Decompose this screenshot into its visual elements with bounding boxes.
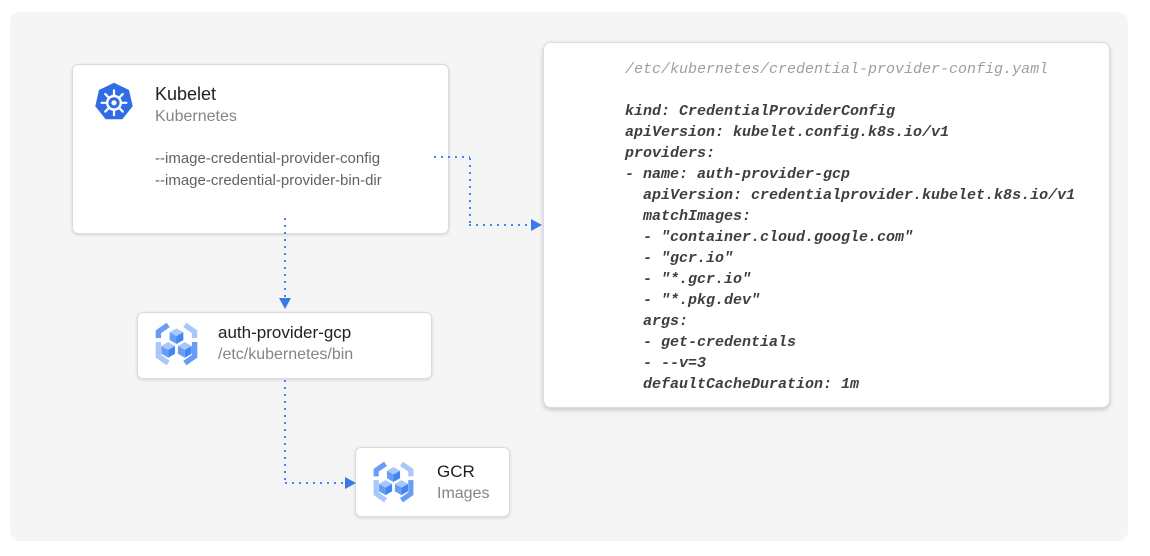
yaml-line: - "*.gcr.io"	[625, 271, 752, 288]
yaml-line: - "gcr.io"	[625, 250, 734, 267]
yaml-line: apiVersion: credentialprovider.kubelet.k…	[625, 187, 1076, 204]
yaml-config-panel: /etc/kubernetes/credential-provider-conf…	[543, 42, 1110, 408]
arrowhead-right-icon	[345, 477, 356, 489]
yaml-line: - name: auth-provider-gcp	[625, 166, 851, 183]
yaml-line: defaultCacheDuration: 1m	[625, 376, 860, 393]
gcr-subtitle: Images	[437, 485, 490, 502]
yaml-line: args:	[625, 313, 689, 330]
connector-kubelet-to-authprovider-segment	[284, 218, 286, 298]
kubelet-subtitle: Kubernetes	[155, 108, 237, 125]
kubelet-flags: --image-credential-provider-config --ima…	[155, 148, 448, 192]
auth-provider-gcp-node-card: auth-provider-gcp /etc/kubernetes/bin	[137, 312, 432, 379]
kubelet-node-card: Kubelet Kubernetes --image-credential-pr…	[72, 64, 449, 234]
gcr-registry-icon	[371, 460, 416, 509]
yaml-line: - "container.cloud.google.com"	[625, 229, 914, 246]
flag-image-credential-provider-bin-dir: --image-credential-provider-bin-dir	[155, 172, 382, 189]
yaml-line: apiVersion: kubelet.config.k8s.io/v1	[625, 124, 950, 141]
arrowhead-down-icon	[279, 298, 291, 309]
yaml-code-block: kind: CredentialProviderConfig apiVersio…	[625, 101, 1099, 395]
gcr-title: GCR	[437, 462, 475, 481]
arrowhead-right-icon	[531, 219, 542, 231]
yaml-line: kind: CredentialProviderConfig	[625, 103, 896, 120]
connector-config-to-yaml-segment	[434, 156, 470, 158]
auth-provider-title: auth-provider-gcp	[218, 323, 352, 342]
yaml-line: - --v=3	[625, 355, 707, 372]
kubelet-title: Kubelet	[155, 84, 217, 104]
flag-image-credential-provider-config: --image-credential-provider-config	[155, 150, 381, 167]
auth-provider-subtitle: /etc/kubernetes/bin	[218, 346, 354, 363]
connector-authprovider-to-gcr-segment	[284, 380, 286, 482]
yaml-line: providers:	[625, 145, 716, 162]
gcr-registry-icon	[153, 321, 200, 372]
connector-authprovider-to-gcr-segment	[285, 482, 345, 484]
gcr-node-card: GCR Images	[355, 447, 510, 517]
yaml-line: - "*.pkg.dev"	[625, 292, 761, 309]
yaml-line: matchImages:	[625, 208, 752, 225]
kubernetes-helm-icon	[94, 82, 134, 127]
yaml-file-path: /etc/kubernetes/credential-provider-conf…	[625, 61, 1049, 78]
yaml-line: - get-credentials	[625, 334, 797, 351]
connector-config-to-yaml-segment	[469, 224, 531, 226]
connector-config-to-yaml-segment	[469, 158, 471, 224]
